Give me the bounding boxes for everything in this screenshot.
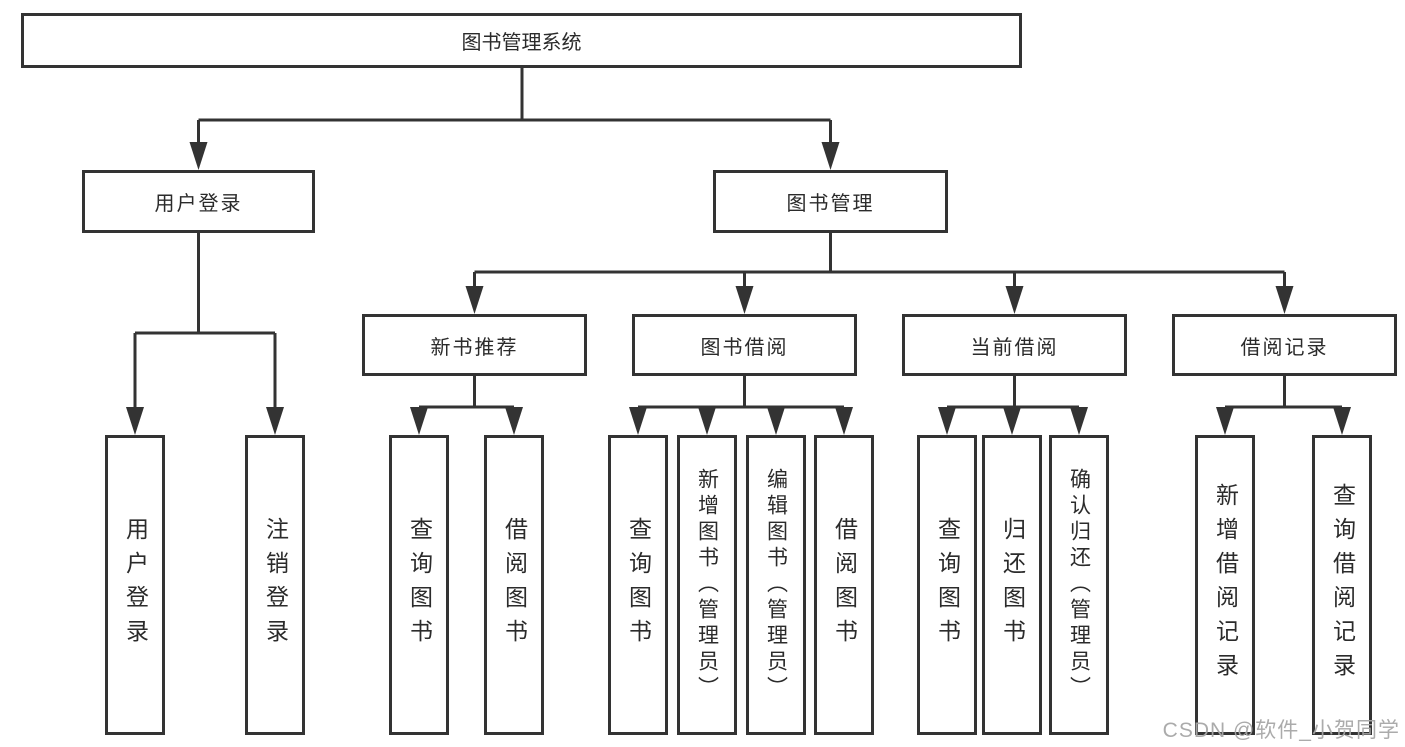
arrowheads (126, 142, 1351, 435)
node-book-management: 图书管理 (713, 170, 948, 233)
node-label: 借阅记录 (1240, 336, 1329, 359)
leaf-add-borrow-record: 新增借阅记录 (1195, 435, 1255, 735)
node-label: 借阅图书 (831, 517, 858, 653)
leaf-borrow-books: 借阅图书 (814, 435, 874, 735)
node-label: 查询图书 (625, 517, 652, 653)
node-label: 注销登录 (262, 517, 289, 653)
node-label: 查询图书 (406, 517, 433, 653)
node-label: 新增图书（管理员） (695, 468, 719, 702)
leaf-add-books-admin: 新增图书（管理员） (677, 435, 737, 735)
leaf-confirm-return-admin: 确认归还（管理员） (1049, 435, 1109, 735)
node-label: 新增借阅记录 (1212, 483, 1239, 687)
node-label: 图书管理系统 (461, 32, 582, 54)
leaf-query-borrow-record: 查询借阅记录 (1312, 435, 1372, 735)
node-label: 新书推荐 (430, 336, 519, 359)
node-label: 图书管理 (786, 193, 875, 215)
node-current-borrow: 当前借阅 (902, 314, 1127, 376)
node-label: 图书借阅 (700, 336, 789, 359)
leaf-query-books-current: 查询图书 (917, 435, 977, 735)
node-new-book-recommend: 新书推荐 (362, 314, 587, 376)
node-label: 用户登录 (122, 517, 149, 653)
leaf-edit-books-admin: 编辑图书（管理员） (746, 435, 806, 735)
node-label: 查询图书 (934, 517, 961, 653)
leaf-user-login: 用户登录 (105, 435, 165, 735)
leaf-return-books: 归还图书 (982, 435, 1042, 735)
node-label: 查询借阅记录 (1329, 483, 1356, 687)
node-user-login-branch: 用户登录 (82, 170, 315, 233)
leaf-query-books-borrow: 查询图书 (608, 435, 668, 735)
node-label: 当前借阅 (970, 336, 1059, 359)
node-label: 确认归还（管理员） (1067, 468, 1091, 702)
leaf-query-books-recommend: 查询图书 (389, 435, 449, 735)
watermark: CSDN @软件_小贺同学 (1162, 719, 1400, 742)
node-label: 编辑图书（管理员） (764, 468, 788, 702)
leaf-borrow-books-recommend: 借阅图书 (484, 435, 544, 735)
node-library-management-system: 图书管理系统 (21, 13, 1022, 68)
node-label: 归还图书 (999, 517, 1026, 653)
node-borrow-records: 借阅记录 (1172, 314, 1397, 376)
leaf-logout: 注销登录 (245, 435, 305, 735)
node-label: 借阅图书 (501, 517, 528, 653)
node-label: 用户登录 (154, 193, 243, 215)
node-book-borrow: 图书借阅 (632, 314, 857, 376)
